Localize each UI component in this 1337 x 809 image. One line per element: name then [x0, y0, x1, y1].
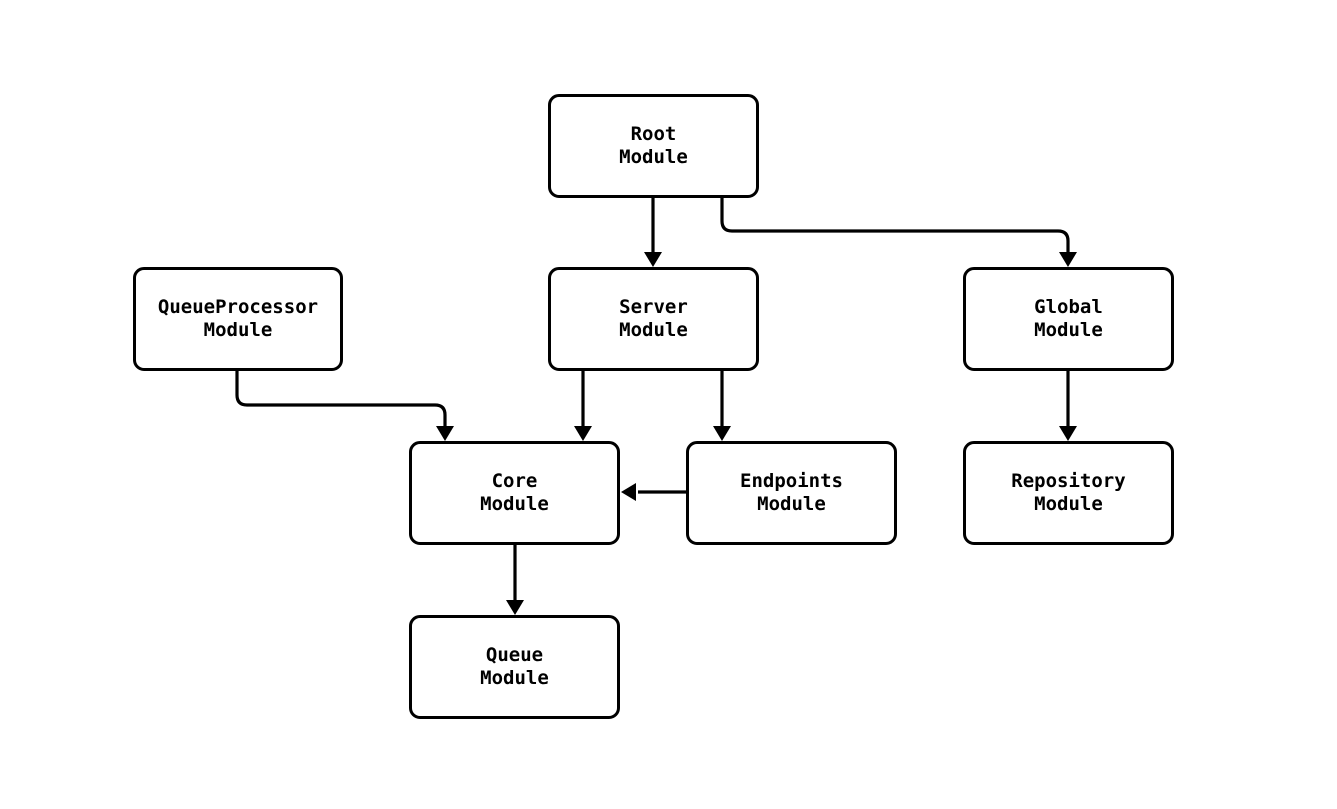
node-root-module-line2: Module [619, 146, 688, 168]
arrowhead-root-to-server [644, 252, 662, 267]
edge-root-to-global [720, 198, 1077, 267]
node-repository-module-line1: Repository [1011, 470, 1126, 492]
edge-core-to-queue [506, 545, 524, 615]
node-root-module[interactable]: Root Module [548, 94, 759, 198]
edge-global-to-repository [1059, 371, 1077, 441]
node-core-module-line2: Module [480, 493, 549, 515]
node-root-module-line1: Root [630, 123, 677, 145]
node-server-module-line1: Server [619, 296, 688, 318]
node-repository-module-line2: Module [1034, 493, 1103, 515]
node-queue-module-line2: Module [480, 667, 549, 689]
edge-endpoints-to-core [621, 483, 686, 501]
edge-server-to-endpoints [713, 371, 731, 441]
arrowhead-global-to-repository [1059, 426, 1077, 441]
node-server-module-line2: Module [619, 319, 688, 341]
edge-server-to-core [574, 371, 592, 441]
node-queueprocessor-module-line2: Module [203, 319, 273, 341]
arrowhead-core-to-queue [506, 600, 524, 615]
node-core-module[interactable]: Core Module [409, 441, 620, 545]
node-queue-module-line1: Queue [485, 644, 544, 666]
arrowhead-endpoints-to-core [621, 483, 636, 501]
node-core-module-line1: Core [491, 470, 538, 492]
edge-root-to-server [644, 198, 662, 267]
node-global-module[interactable]: Global Module [963, 267, 1174, 371]
node-endpoints-module[interactable]: Endpoints Module [686, 441, 897, 545]
node-queue-module[interactable]: Queue Module [409, 615, 620, 719]
node-server-module[interactable]: Server Module [548, 267, 759, 371]
node-global-module-line2: Module [1034, 319, 1103, 341]
node-global-module-line1: Global [1034, 296, 1103, 318]
node-endpoints-module-line2: Module [757, 493, 826, 515]
node-queueprocessor-module[interactable]: QueueProcessor Module [133, 267, 343, 371]
node-repository-module[interactable]: Repository Module [963, 441, 1174, 545]
node-endpoints-module-line1: Endpoints [740, 470, 843, 492]
edge-queueprocessor-to-core [235, 371, 454, 441]
arrowhead-server-to-endpoints [713, 426, 731, 441]
node-queueprocessor-module-line1: QueueProcessor [157, 296, 319, 318]
arrowhead-queueprocessor-to-core [436, 426, 454, 441]
arrowhead-root-to-global [1059, 252, 1077, 267]
arrowhead-server-to-core [574, 426, 592, 441]
